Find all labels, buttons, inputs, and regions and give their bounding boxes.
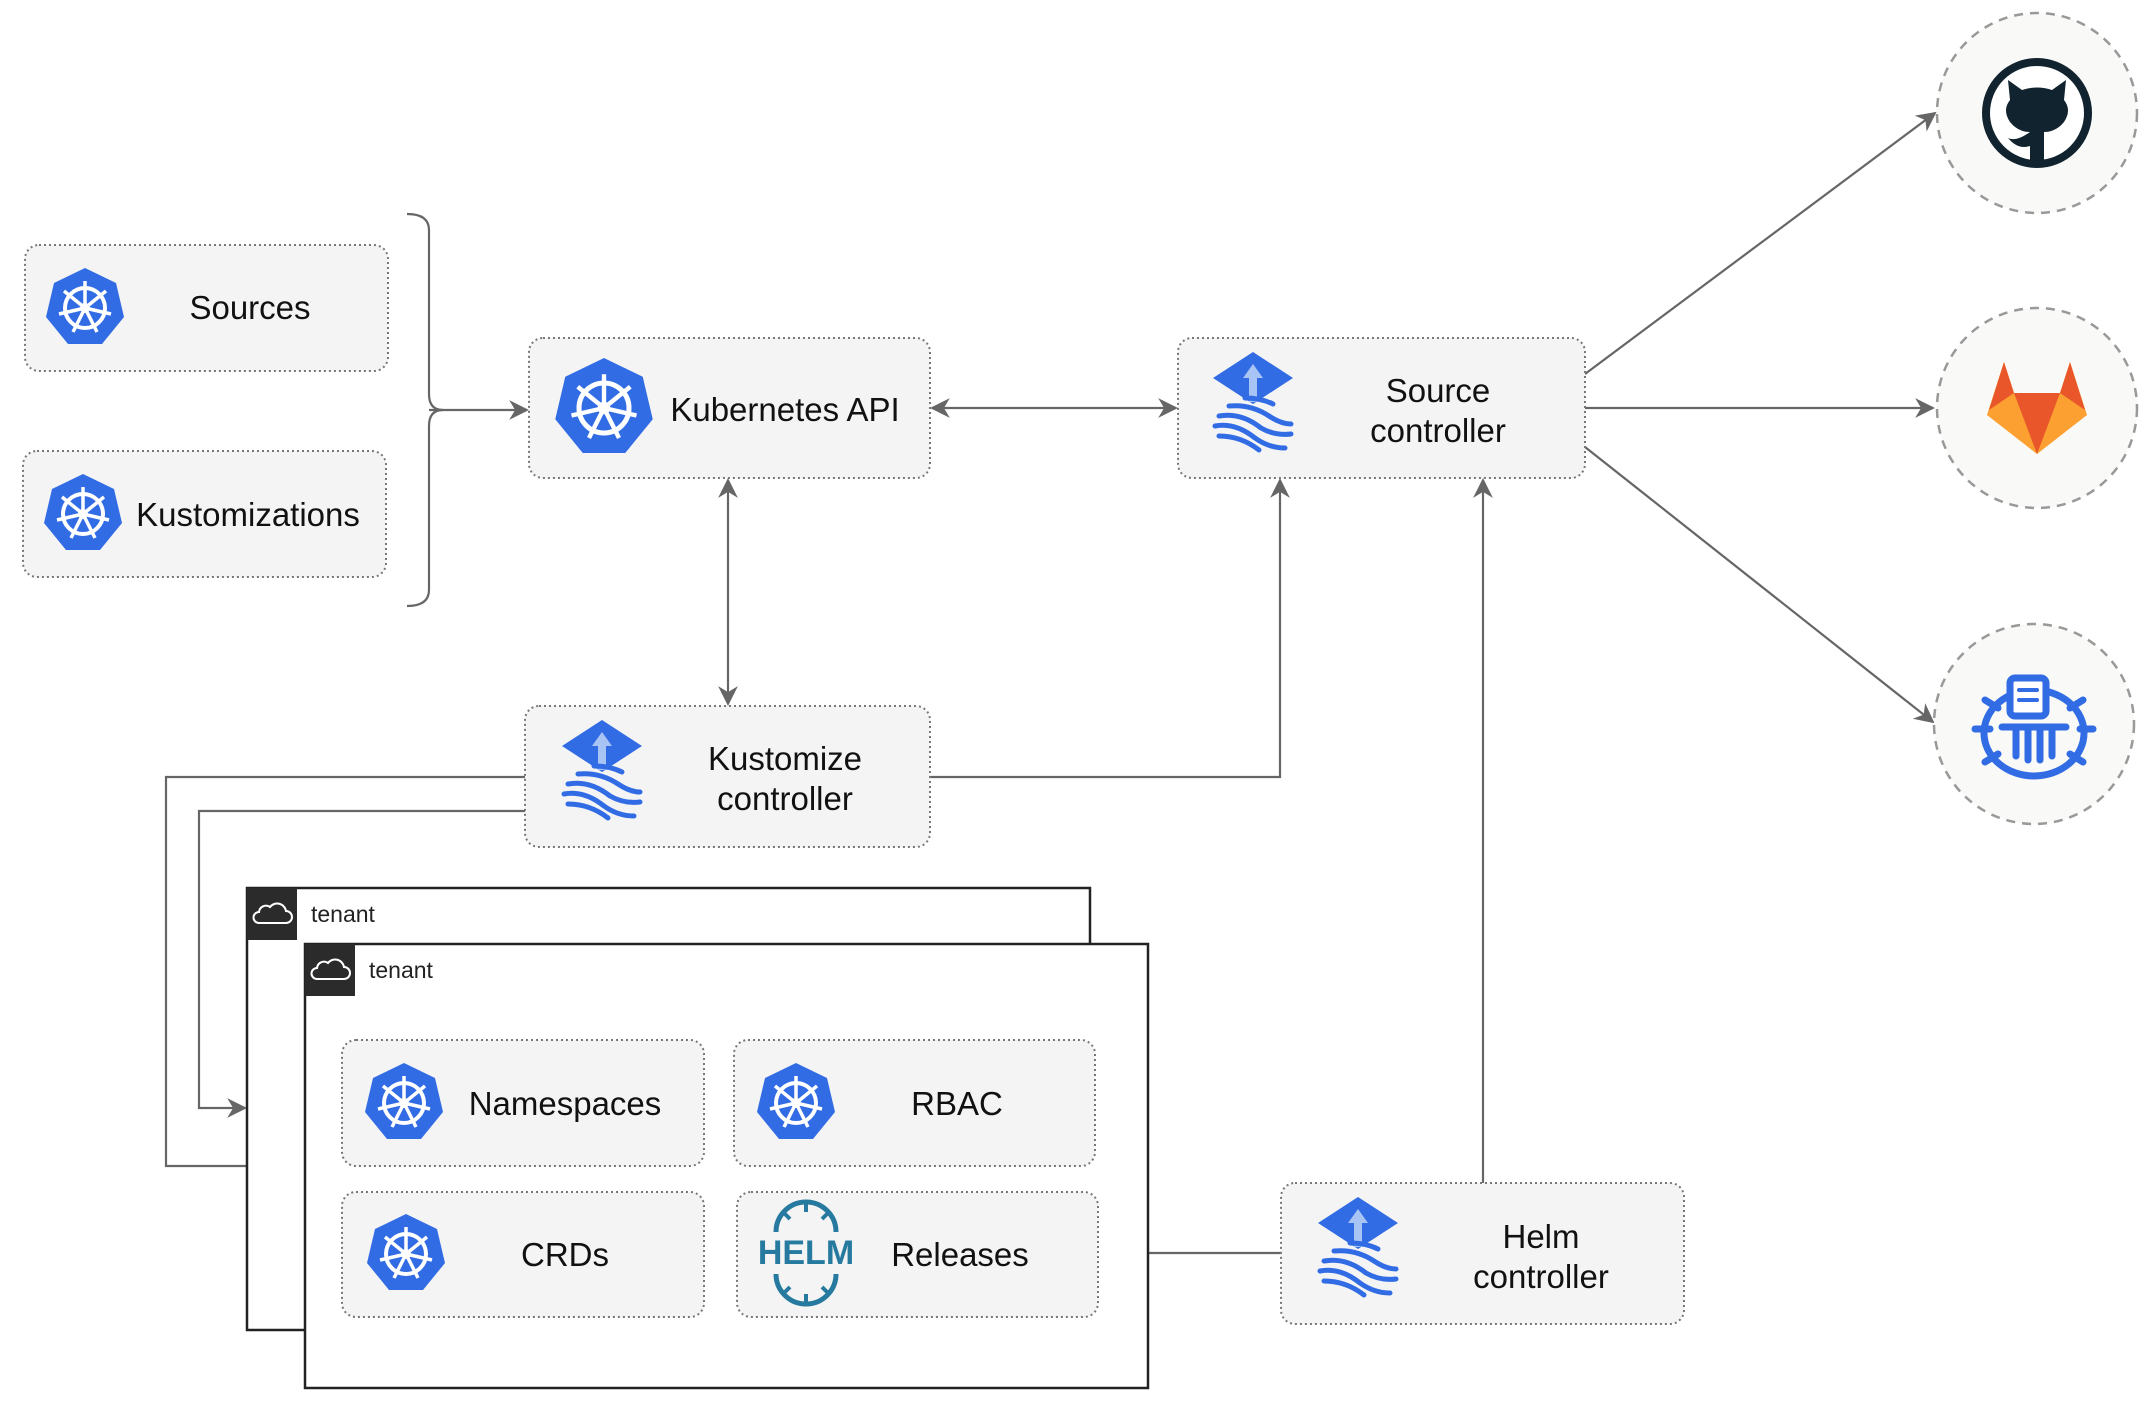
releases-label: Releases <box>891 1236 1029 1273</box>
crds-node[interactable]: CRDs <box>341 1191 705 1318</box>
source-controller-label-line1: Source <box>1386 372 1491 409</box>
edge-kustomize-to-source <box>930 478 1290 779</box>
edge-source-to-github <box>1584 111 1937 375</box>
kubernetes-api-node[interactable]: Kubernetes API <box>528 337 931 479</box>
kustomize-controller-label-line1: Kustomize <box>708 740 862 777</box>
edges <box>164 111 1937 1263</box>
crds-label: CRDs <box>521 1236 609 1273</box>
kubernetes-api-label: Kubernetes API <box>670 391 899 428</box>
bucket-icon <box>1971 674 2097 780</box>
sources-label: Sources <box>189 289 310 326</box>
cloud-icon <box>252 902 293 924</box>
kustomizations-label: Kustomizations <box>136 496 360 533</box>
edge-kustomize-to-tenant-2 <box>164 775 525 1176</box>
rbac-node[interactable]: RBAC <box>733 1039 1096 1167</box>
helm-controller-label-line2: controller <box>1473 1258 1609 1295</box>
tenant-label: tenant <box>369 957 434 983</box>
bucket-node[interactable] <box>1932 622 2136 826</box>
helm-controller-node[interactable]: Helm controller <box>1280 1182 1685 1325</box>
cloud-icon <box>310 958 351 980</box>
helm-controller-label-line1: Helm <box>1502 1218 1579 1255</box>
kustomize-controller-node[interactable]: Kustomize controller <box>524 705 931 848</box>
gitlab-node[interactable] <box>1935 306 2139 510</box>
edge-kustomize-to-tenant-1 <box>197 809 525 1118</box>
github-node[interactable] <box>1935 11 2139 215</box>
kustomizations-node[interactable]: Kustomizations <box>22 450 387 578</box>
kustomize-controller-label-line2: controller <box>717 780 853 817</box>
tenant-label: tenant <box>311 901 376 927</box>
helm-icon: HELM <box>758 1199 854 1307</box>
helm-logo-text: HELM <box>758 1234 854 1272</box>
edge-source-to-bucket <box>1584 446 1935 724</box>
gitlab-icon <box>1987 362 2087 454</box>
releases-node[interactable]: HELM Releases <box>736 1191 1099 1318</box>
source-controller-node[interactable]: Source controller <box>1177 337 1586 479</box>
source-controller-label-line2: controller <box>1370 412 1506 449</box>
sources-node[interactable]: Sources <box>24 244 389 372</box>
namespaces-label: Namespaces <box>469 1085 662 1122</box>
rbac-label: RBAC <box>911 1085 1003 1122</box>
tenant-front[interactable]: tenant Namespaces RBAC CRDs HELM <box>303 942 1150 1390</box>
github-icon <box>1982 58 2092 168</box>
namespaces-node[interactable]: Namespaces <box>341 1039 705 1167</box>
